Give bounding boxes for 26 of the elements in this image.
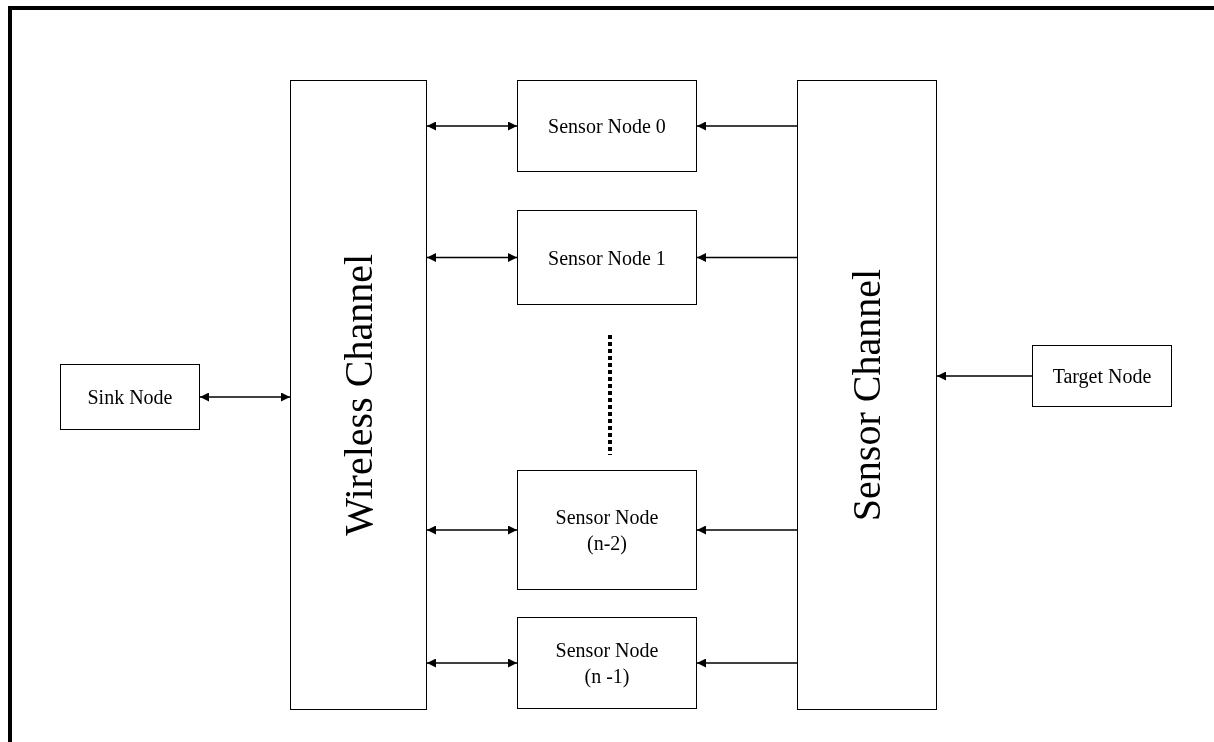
node-label: Sensor Channel <box>843 268 890 522</box>
node-label: Wireless Channel <box>334 254 382 536</box>
double-arrow <box>426 253 518 262</box>
node-label: Target Node <box>1052 364 1152 389</box>
node-label: Sink Node <box>87 385 173 410</box>
arrow <box>696 658 798 668</box>
node-box <box>517 80 697 172</box>
double-arrow <box>426 525 518 535</box>
node-box <box>517 470 697 590</box>
node-box <box>60 364 200 430</box>
node-box <box>517 617 697 709</box>
arrow <box>696 525 798 535</box>
channel-box <box>290 80 427 710</box>
double-arrow <box>199 392 291 402</box>
arrow <box>696 121 798 131</box>
arrow <box>936 371 1033 381</box>
node-label: Sensor Node (n -1) <box>554 638 660 689</box>
arrow <box>696 253 798 262</box>
node-box <box>517 210 697 305</box>
double-arrow <box>426 658 518 668</box>
node-label: Sensor Node 1 <box>548 245 666 271</box>
channel-box <box>797 80 937 710</box>
node-box <box>1032 345 1172 407</box>
double-arrow <box>426 121 518 131</box>
node-label: Sensor Node 0 <box>548 114 666 139</box>
node-label: Sensor Node (n-2) <box>554 505 660 556</box>
